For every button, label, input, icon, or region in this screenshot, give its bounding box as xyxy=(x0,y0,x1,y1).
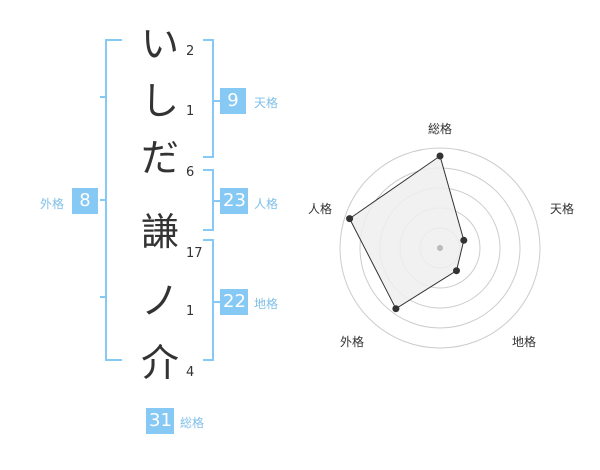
stroke-count-2: 1 xyxy=(186,104,195,119)
stroke-count-3: 6 xyxy=(186,165,195,180)
stroke-count-1: 2 xyxy=(186,44,195,59)
radar-axis-label-jinkaku: 人格 xyxy=(308,202,333,216)
tenkaku-value: 9 xyxy=(220,88,246,114)
soukaku-label: 総格 xyxy=(180,416,205,430)
chikaku-bracket xyxy=(203,239,214,361)
jinkaku-value: 23 xyxy=(220,188,248,214)
radar-point-4 xyxy=(392,305,400,313)
gaikaku-label: 外格 xyxy=(40,197,65,211)
stroke-count-4: 17 xyxy=(186,246,203,261)
chikaku-label: 地格 xyxy=(254,297,279,311)
radar-polygon xyxy=(348,155,465,310)
name-char-3: だ xyxy=(140,136,179,180)
radar-point-1 xyxy=(436,152,444,160)
name-char-4: 謙 xyxy=(140,210,179,254)
name-char-5: ノ xyxy=(140,279,179,323)
stroke-count-6: 4 xyxy=(186,365,195,380)
radar-point-5 xyxy=(346,215,354,223)
gaikaku-value: 8 xyxy=(72,188,98,214)
chikaku-value: 22 xyxy=(220,289,248,315)
name-char-6: 介 xyxy=(140,341,179,385)
name-char-2: し xyxy=(140,79,179,123)
radar-axis-label-tenkaku: 天格 xyxy=(550,202,575,216)
tenkaku-label: 天格 xyxy=(254,96,279,110)
soukaku-value: 31 xyxy=(146,408,174,434)
radar-point-2 xyxy=(460,236,468,244)
jinkaku-label: 人格 xyxy=(254,197,279,211)
radar-point-3 xyxy=(453,267,460,275)
radar-center-dot xyxy=(437,245,443,251)
radar-axis-label-chikaku: 地格 xyxy=(512,335,537,349)
radar-axis-label-soukaku: 総格 xyxy=(428,122,453,136)
radar-axis-label-gaikaku: 外格 xyxy=(340,335,365,349)
radar-grid-ring xyxy=(339,147,541,349)
tenkaku-bracket xyxy=(203,39,214,158)
stroke-count-5: 1 xyxy=(186,304,195,319)
name-char-1: い xyxy=(140,22,179,66)
